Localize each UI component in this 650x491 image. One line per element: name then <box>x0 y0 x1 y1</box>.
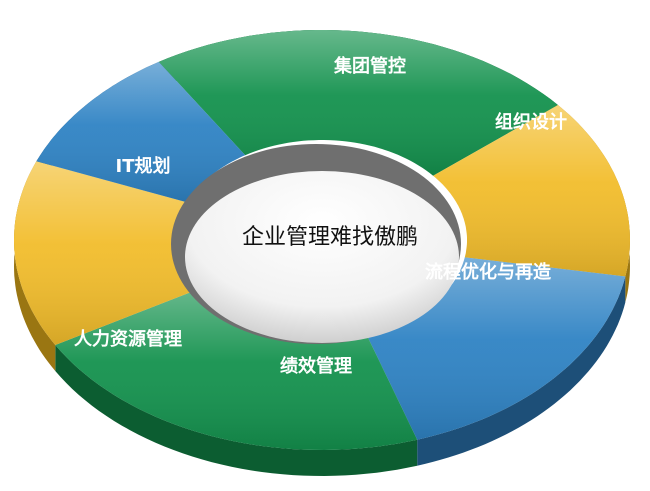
segment-label: 绩效管理 <box>280 355 352 377</box>
segment-label: 人力资源管理 <box>74 328 182 350</box>
segment-label: 集团管控 <box>333 55 406 77</box>
segment-side <box>55 345 418 476</box>
hole-floor <box>185 171 459 343</box>
segment-side <box>417 276 626 466</box>
segment-sheen <box>55 290 418 450</box>
segment-sheen <box>366 257 626 440</box>
segment-sheen <box>36 61 246 203</box>
segment-side <box>14 161 56 371</box>
segment-label: 流程优化与再造 <box>425 261 551 283</box>
ring-top <box>14 30 630 450</box>
segment-sheen <box>433 105 630 277</box>
ring-hole <box>171 144 461 344</box>
segment-label: 组织设计 <box>495 111 567 133</box>
segment-label: IT规划 <box>116 155 171 177</box>
segment-sheen <box>14 161 197 345</box>
segment-sheen <box>158 30 558 176</box>
center-title: 企业管理难找傲鹏 <box>242 225 418 250</box>
